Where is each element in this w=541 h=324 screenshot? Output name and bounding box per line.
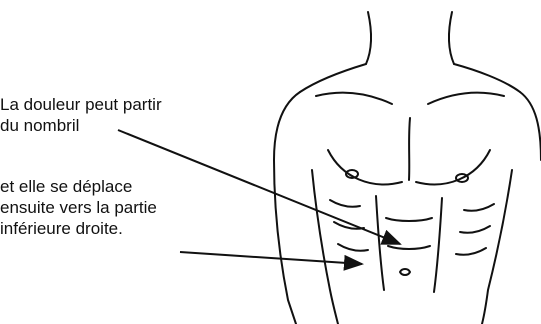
arrow-to-navel (118, 130, 400, 244)
arrow-to-lower-right (180, 252, 362, 264)
